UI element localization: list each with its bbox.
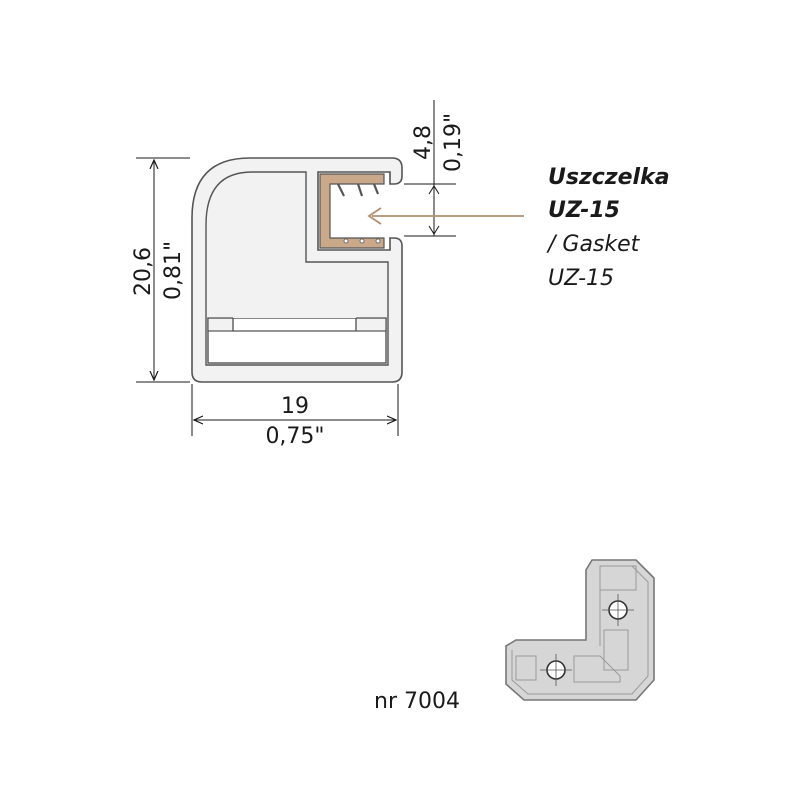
width-mm-label: 19 xyxy=(281,394,309,419)
profile-notch-left xyxy=(207,317,234,332)
gasket-label-line4: UZ-15 xyxy=(548,266,614,291)
gasket-bead-1 xyxy=(343,238,349,244)
dimension-width: 19 0,75" xyxy=(191,384,399,449)
dimension-gap: 4,8 0,19" xyxy=(404,100,466,237)
gasket-lip-3 xyxy=(372,183,380,195)
gasket-label-line3: / Gasket xyxy=(546,232,641,257)
gasket-bead-3 xyxy=(375,238,381,244)
dimension-height: 20,6 0,81" xyxy=(131,157,190,383)
width-in-label: 0,75" xyxy=(265,424,324,449)
profile-notch-right xyxy=(355,317,387,332)
gap-mm-label: 4,8 xyxy=(411,125,436,160)
profile-section xyxy=(191,157,403,383)
gasket-leader-arrow xyxy=(367,207,524,225)
height-in-label: 0,81" xyxy=(161,241,186,300)
height-mm-label: 20,6 xyxy=(131,247,156,296)
corner-connector-image xyxy=(505,559,655,701)
gasket-bead-2 xyxy=(359,238,365,244)
gasket-lip-2 xyxy=(356,183,364,197)
gasket-label-line1: Uszczelka xyxy=(548,165,670,190)
gasket-label: Uszczelka UZ-15 / Gasket UZ-15 xyxy=(546,165,670,291)
part-number: nr 7004 xyxy=(374,689,460,714)
gasket-lip-1 xyxy=(337,183,345,197)
gap-in-label: 0,19" xyxy=(441,113,466,172)
gasket-label-line2: UZ-15 xyxy=(548,198,620,223)
connector-body xyxy=(505,559,655,701)
